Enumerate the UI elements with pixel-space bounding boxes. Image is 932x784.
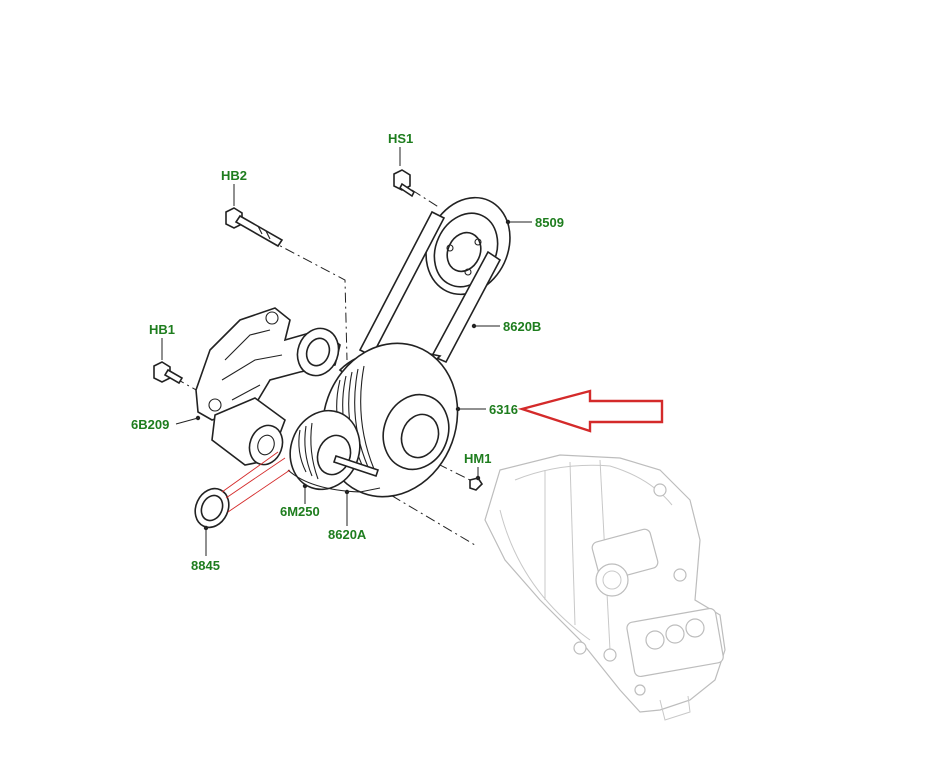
idler-pulley-6m250 — [289, 409, 380, 491]
seal-fit-guides — [221, 451, 291, 513]
part-labels: HS1 HB2 HB1 8509 8620B 6316 6B209 HM1 6M… — [131, 131, 564, 573]
label-8509: 8509 — [535, 215, 564, 230]
bolt-hb1 — [153, 361, 184, 385]
label-hs1: HS1 — [388, 131, 413, 146]
label-8845: 8845 — [191, 558, 220, 573]
leader-lines — [161, 147, 532, 556]
highlight-arrow — [517, 389, 664, 433]
label-hm1: HM1 — [464, 451, 491, 466]
tensioner-bracket-6b209 — [195, 307, 341, 466]
label-8620a: 8620A — [328, 527, 367, 542]
label-hb1: HB1 — [149, 322, 175, 337]
bolt-hs1 — [393, 169, 416, 198]
belt-8620a — [287, 469, 381, 493]
label-6b209: 6B209 — [131, 417, 169, 432]
label-8620b: 8620B — [503, 319, 541, 334]
label-6316: 6316 — [489, 402, 518, 417]
bolt-hm1 — [469, 477, 484, 491]
bolt-hb2 — [225, 207, 284, 248]
label-hb2: HB2 — [221, 168, 247, 183]
seal-8845 — [194, 487, 230, 529]
ghost-motor-housing — [484, 454, 726, 721]
label-6m250: 6M250 — [280, 504, 320, 519]
